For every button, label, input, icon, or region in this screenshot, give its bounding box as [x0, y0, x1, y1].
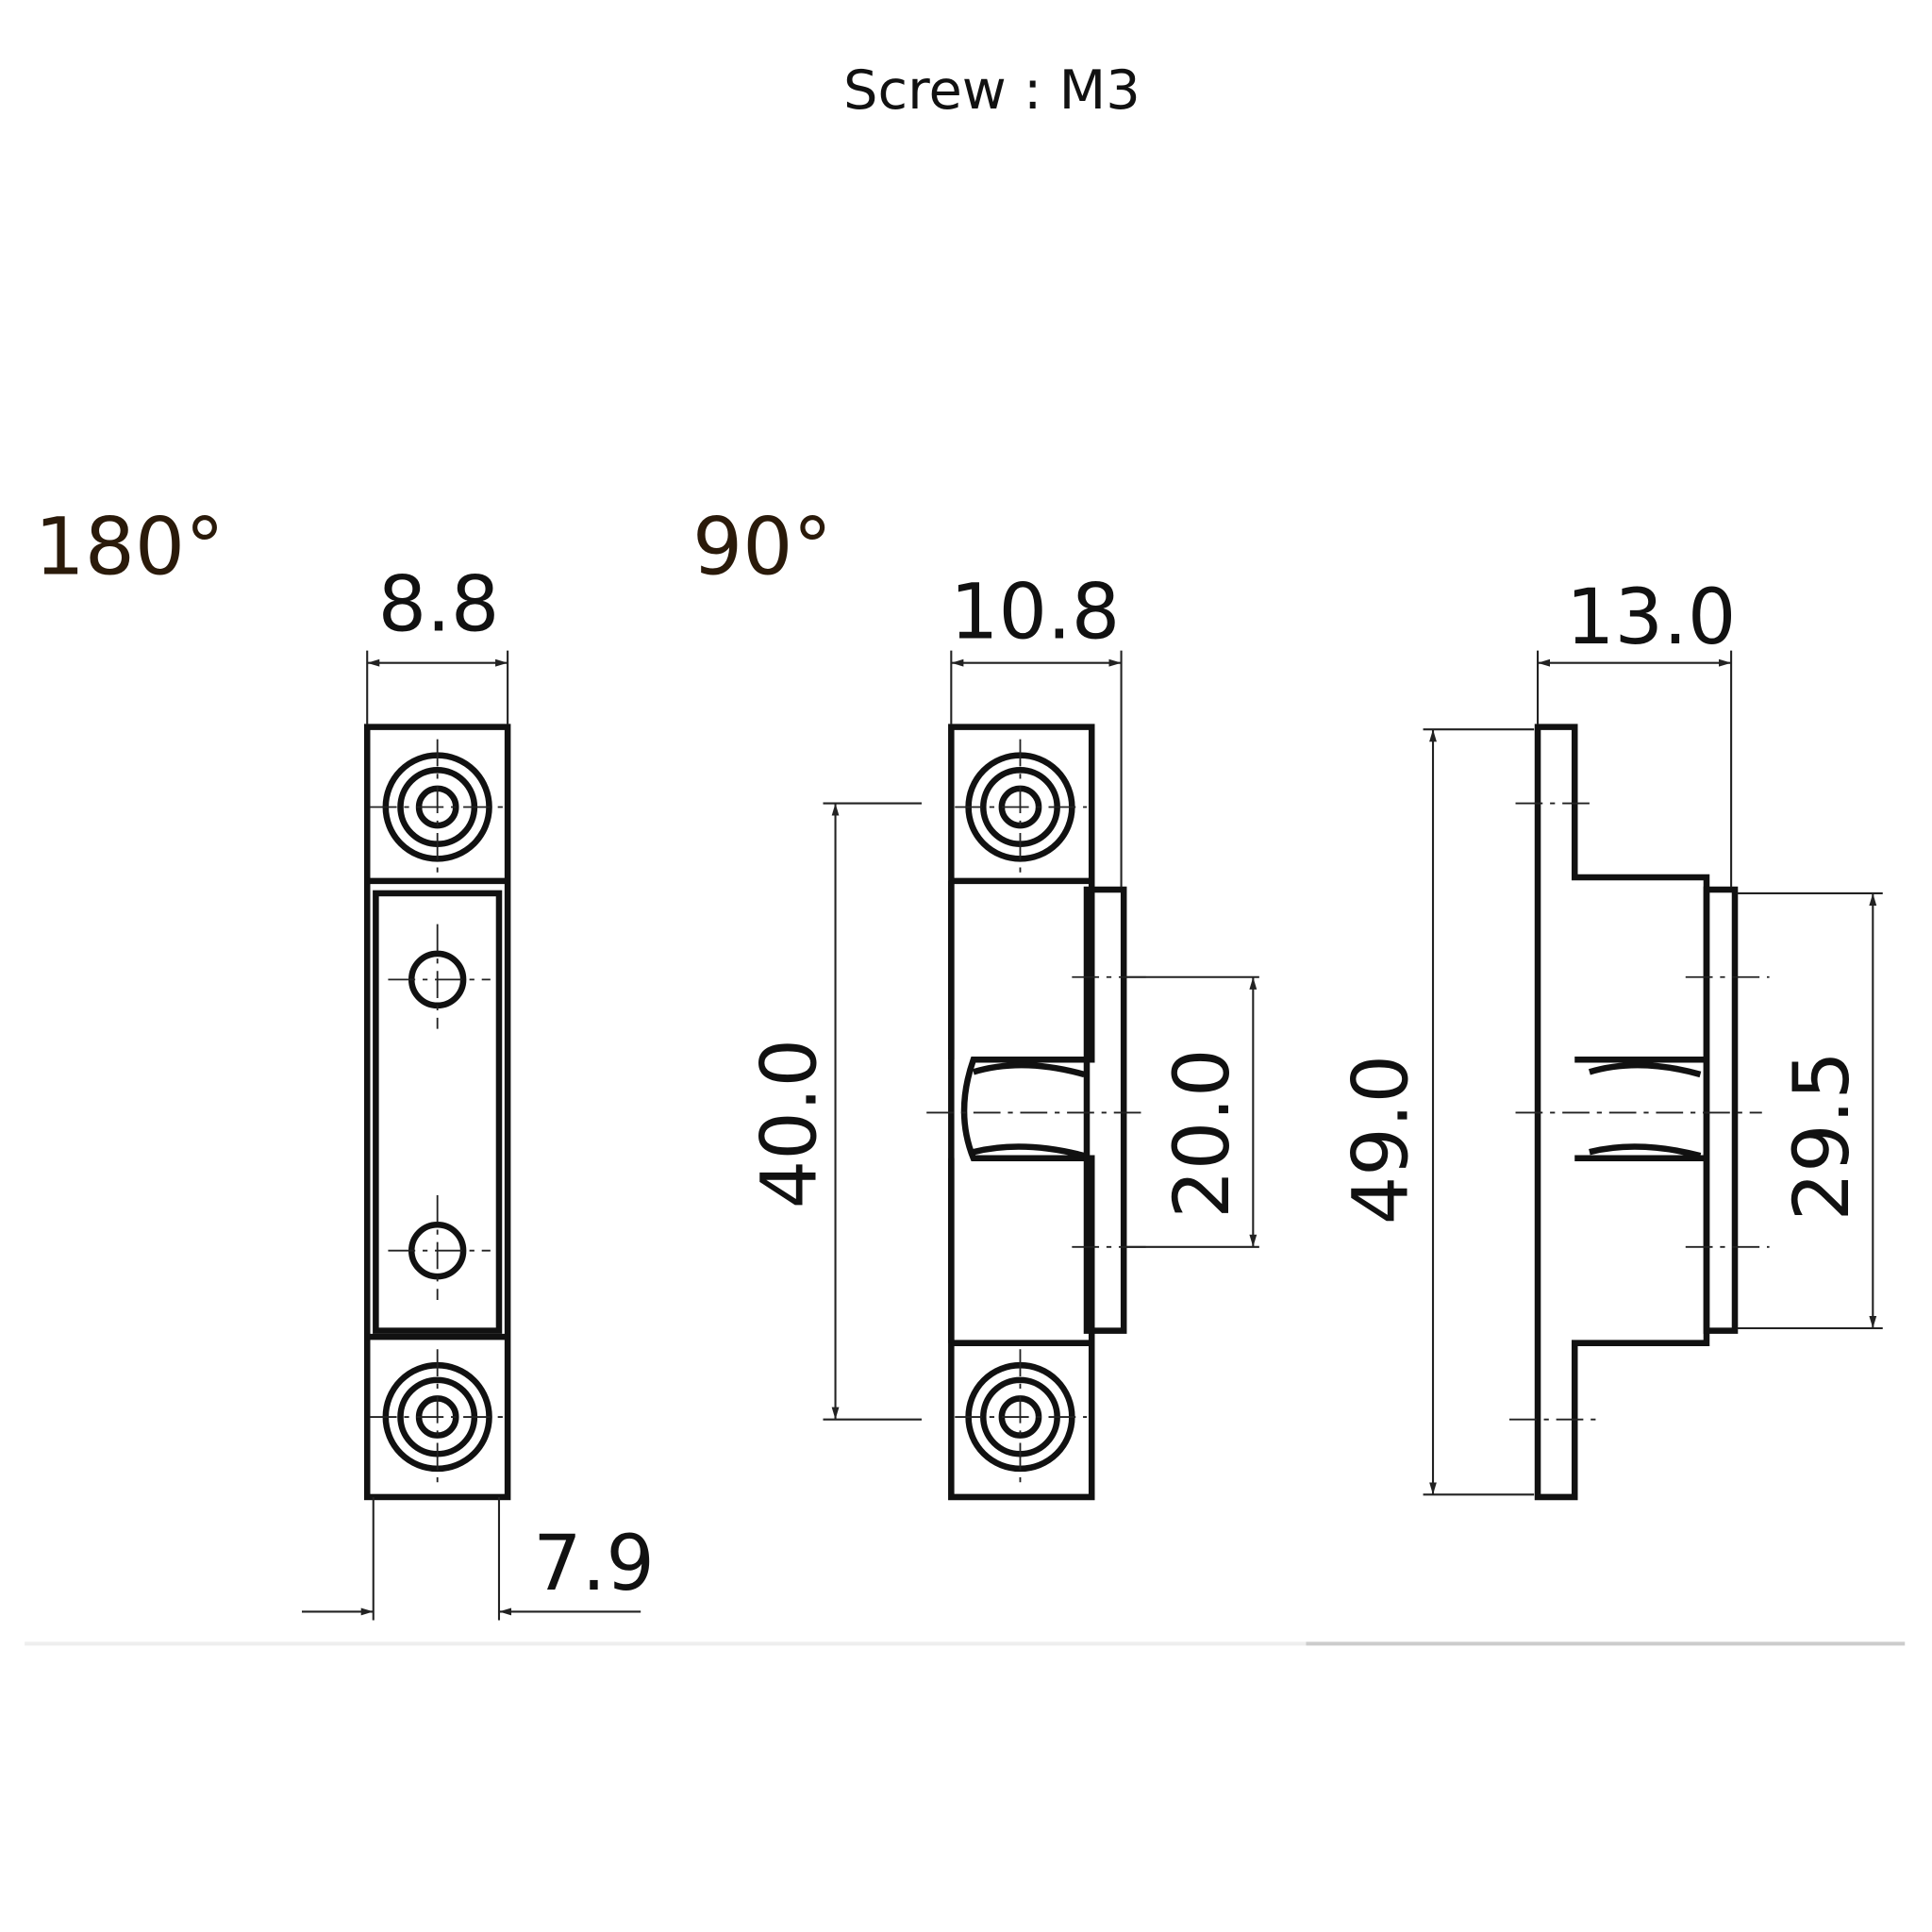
side-strike-plate	[1703, 886, 1739, 1334]
plate-hole-lower	[388, 1194, 491, 1300]
dim-thickness-180: 7.9	[533, 1520, 655, 1608]
dim-width-side: 13.0	[1566, 574, 1736, 662]
dim-hole-pitch: 40.0	[746, 1039, 835, 1208]
view-90: 90° 10.8 40.0 20.0	[692, 501, 1259, 1501]
dim-length: 49.0	[1338, 1055, 1426, 1224]
angle-label-180: 180°	[35, 501, 225, 593]
view-180: 180° 8.8 7.9	[35, 501, 655, 1621]
dim-plate-hole-pitch: 20.0	[1158, 1048, 1247, 1218]
dim-width-180: 8.8	[378, 561, 500, 650]
screw-hole-bottom	[369, 1349, 506, 1485]
screw-hole-bottom	[955, 1349, 1087, 1485]
catch-body-outline	[948, 724, 1095, 1501]
view-side: 13.0 49.0 29.5	[1338, 574, 1883, 1501]
catch-body-outline	[363, 724, 511, 1501]
dim-plate-length: 29.5	[1778, 1051, 1867, 1221]
strike-plate	[1083, 886, 1127, 1334]
side-body-outline	[1534, 724, 1710, 1501]
screw-hole-top	[369, 739, 506, 875]
screw-hole-top	[955, 739, 1087, 875]
plate-hole-upper	[388, 924, 491, 1029]
dim-width-90: 10.8	[950, 569, 1120, 658]
catch-plate	[373, 890, 503, 1334]
angle-label-90: 90°	[692, 501, 832, 593]
screw-spec-title: Screw : M3	[843, 58, 1141, 122]
